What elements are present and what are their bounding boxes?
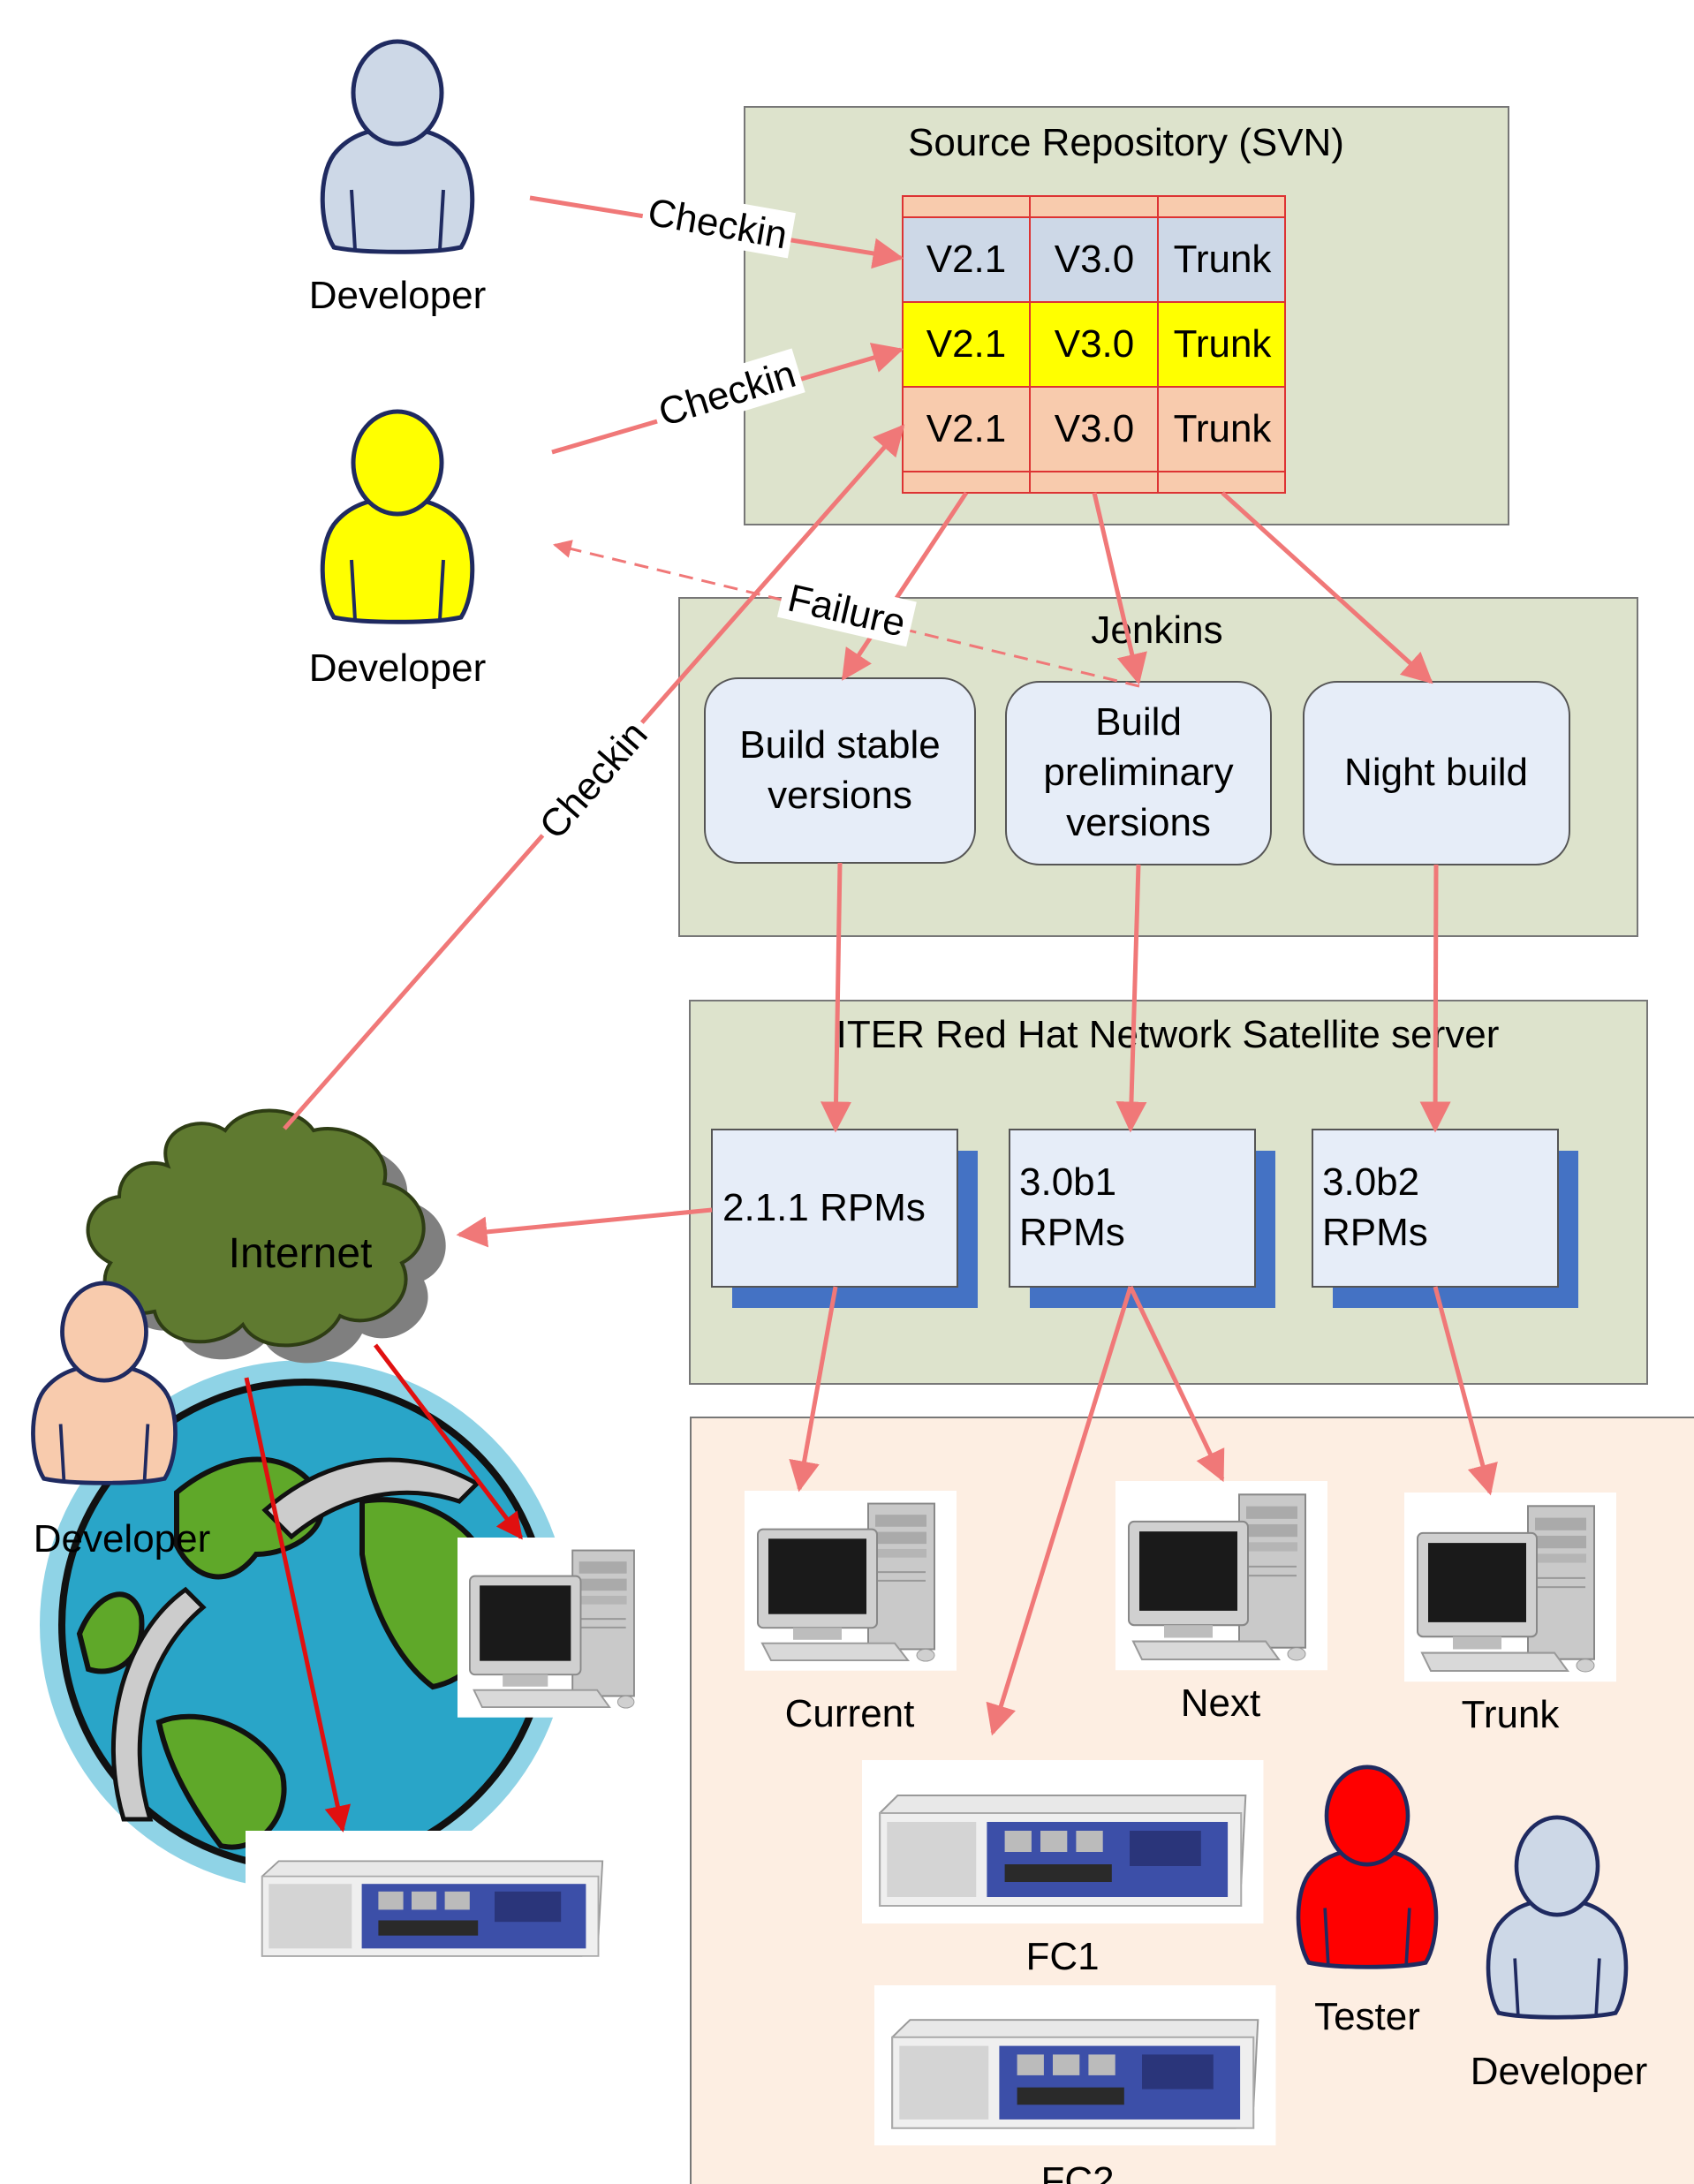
svn-cell: Trunk — [1174, 238, 1273, 281]
pc-current-icon — [744, 1490, 957, 1672]
svn-cell: V3.0 — [1055, 238, 1135, 281]
rpm-package-preliminary — [1009, 1129, 1256, 1288]
arrow-internet-to-crate — [244, 1377, 352, 1833]
jenkins-job-stable — [704, 677, 976, 864]
svn-cell: V2.1 — [926, 407, 1007, 450]
arrow-rpm-to-current — [789, 1286, 838, 1493]
host-label-current: Current — [785, 1692, 915, 1735]
jenkins-job-label: Build stable — [739, 723, 940, 767]
host-label-fc1: FC1 — [1025, 1935, 1099, 1978]
arrow-rpm-to-fc1 — [986, 1286, 1133, 1736]
pc-next-icon — [1114, 1479, 1329, 1672]
arrow-internet-to-pc — [374, 1343, 523, 1540]
jenkins-job-label: Build — [1095, 700, 1182, 744]
svn-version-table: V2.1 V3.0 Trunk V2.1 V3.0 Trunk V2.1 V3.… — [902, 195, 1286, 494]
svn-cell: V3.0 — [1055, 322, 1135, 366]
svn-cell: V2.1 — [926, 322, 1007, 366]
arrow-stable-to-rpm — [821, 862, 852, 1133]
jenkins-job-night — [1303, 681, 1570, 865]
developer-top-icon — [322, 42, 473, 252]
arrow-svn-to-preliminary — [1092, 492, 1147, 685]
host-label-next: Next — [1181, 1681, 1260, 1725]
jenkins-title: Jenkins — [1091, 608, 1222, 652]
rpm-package-label: RPMs — [1322, 1211, 1428, 1254]
arrow-rpm-to-trunk — [1433, 1286, 1498, 1496]
rpm-package-label: 2.1.1 RPMs — [722, 1186, 926, 1229]
svn-cell: V3.0 — [1055, 407, 1135, 450]
jenkins-job-label: preliminary — [1043, 751, 1233, 794]
svn-cell: Trunk — [1174, 407, 1273, 450]
pc-trunk-icon — [1403, 1491, 1618, 1683]
developer-globe-label: Developer — [34, 1517, 211, 1561]
remote-pc-icon — [457, 1537, 656, 1719]
developer-top-label: Developer — [309, 274, 487, 317]
developer-mid-label: Developer — [309, 646, 487, 690]
satellite-title: ITER Red Hat Network Satellite server — [836, 1013, 1500, 1056]
internet-arrows — [244, 1343, 523, 1833]
developer-mid-icon — [322, 412, 473, 622]
arrow-rpm-to-internet — [456, 1207, 713, 1248]
rpm-package-label: 3.0b2 — [1322, 1160, 1419, 1204]
svn-title: Source Repository (SVN) — [908, 121, 1344, 164]
rpm-package-label: RPMs — [1019, 1211, 1125, 1254]
host-label-trunk: Trunk — [1462, 1693, 1561, 1736]
arrow-night-to-rpm — [1419, 864, 1451, 1133]
rpm-package-night — [1312, 1129, 1559, 1288]
tester-label: Tester — [1314, 1995, 1420, 2038]
jenkins-job-label: versions — [768, 774, 912, 817]
svn-row-1 — [902, 216, 1286, 303]
arrow-svn-to-night — [1221, 491, 1433, 684]
arrow-preliminary-to-rpm — [1115, 864, 1147, 1133]
checkin-label-3: Checkin — [526, 707, 660, 851]
svn-cell: Trunk — [1174, 322, 1273, 366]
arrow-svn-to-stable — [841, 491, 969, 681]
jenkins-job-label: versions — [1066, 801, 1211, 844]
fast-controller-fc2-icon — [873, 1984, 1277, 2147]
developer-lab-label: Developer — [1471, 2050, 1648, 2093]
svn-cell: V2.1 — [926, 238, 1007, 281]
svn-row-2 — [902, 301, 1286, 388]
internet-label: Internet — [229, 1230, 373, 1277]
fast-controller-fc1-icon — [860, 1758, 1265, 1925]
rpm-package-label: 3.0b1 — [1019, 1160, 1116, 1204]
globe-icon — [40, 1360, 570, 1890]
svg-text:Checkin: Checkin — [531, 713, 655, 847]
arrow-rpm-to-next — [1128, 1285, 1225, 1483]
rpm-package-stable — [711, 1129, 958, 1288]
remote-fast-controller-icon — [245, 1830, 620, 1973]
svn-row-3 — [902, 386, 1286, 472]
host-label-fc2: FC2 — [1040, 2159, 1114, 2184]
internet-cloud-icon — [86, 1108, 446, 1364]
jenkins-job-label: Night build — [1344, 751, 1528, 794]
